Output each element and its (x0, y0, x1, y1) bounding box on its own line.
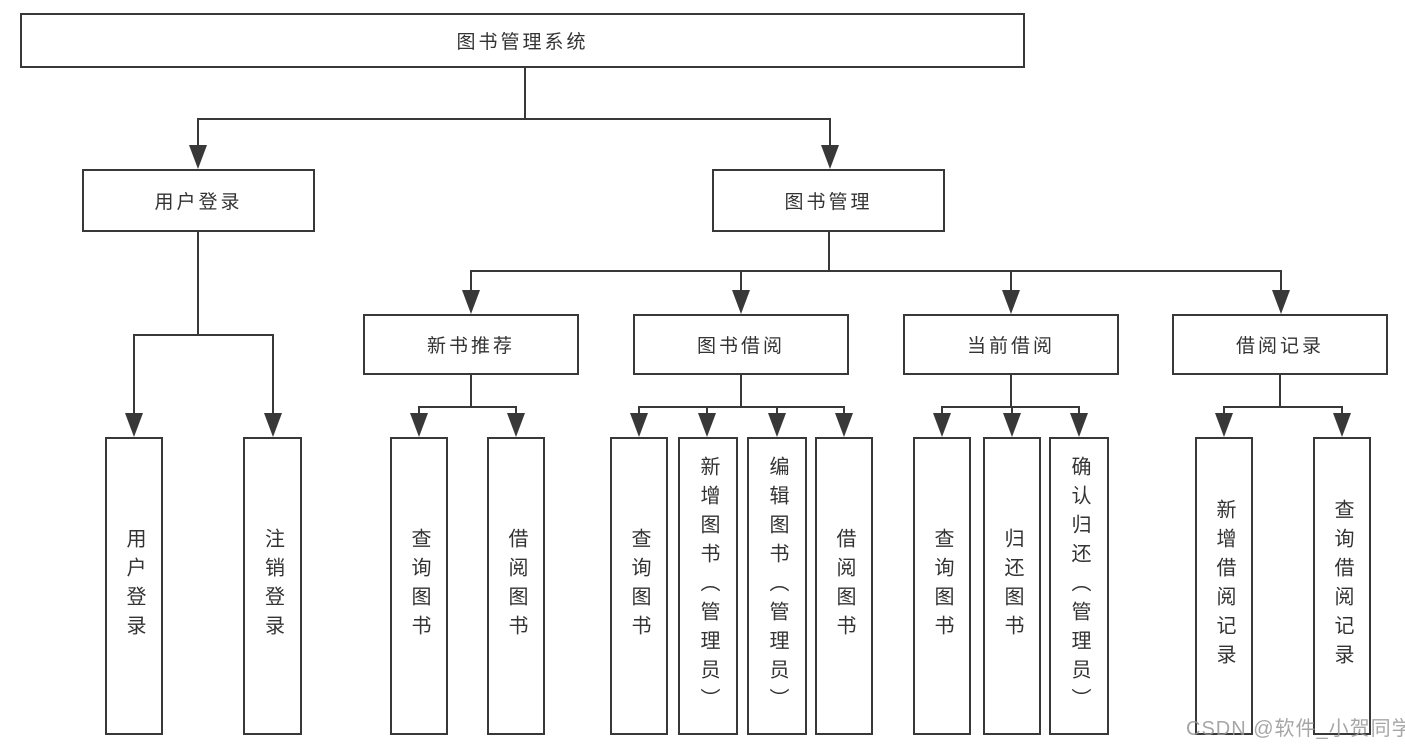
connector-line (1223, 406, 1343, 408)
node-leaf-add-books-admin: 新增图书（管理员） (678, 437, 738, 735)
node-label: 借阅图书 (505, 528, 527, 644)
connector-line (470, 270, 472, 292)
arrow-down-icon (264, 413, 282, 437)
connector-line (1280, 270, 1282, 292)
connector-line (418, 406, 420, 415)
arrow-down-icon (630, 413, 648, 437)
arrow-down-icon (698, 413, 716, 437)
node-leaf-logout: 注销登录 (243, 437, 302, 735)
connector-line (524, 68, 526, 120)
node-new-book-recommend: 新书推荐 (363, 314, 579, 375)
arrow-down-icon (732, 290, 750, 314)
node-label: 编辑图书（管理员） (766, 455, 788, 717)
node-library-management-system: 图书管理系统 (20, 13, 1025, 68)
connector-line (828, 232, 830, 272)
arrow-down-icon (821, 145, 839, 169)
connector-line (1010, 270, 1012, 292)
arrow-down-icon (1002, 290, 1020, 314)
arrow-down-icon (507, 413, 525, 437)
connector-line (843, 406, 845, 415)
connector-line (706, 406, 708, 415)
node-borrowing-records: 借阅记录 (1172, 314, 1388, 375)
node-current-borrowing: 当前借阅 (903, 314, 1119, 375)
connector-line (133, 334, 135, 414)
node-label: 查询图书 (408, 528, 430, 644)
connector-line (1010, 375, 1012, 408)
node-label: 新增图书（管理员） (697, 455, 719, 717)
connector-line (470, 375, 472, 408)
node-leaf-query-books-2: 查询图书 (610, 437, 668, 735)
node-leaf-query-books-1: 查询图书 (390, 437, 448, 735)
node-label: 查询借阅记录 (1331, 499, 1353, 673)
node-label: 借阅图书 (833, 528, 855, 644)
arrow-down-icon (768, 413, 786, 437)
node-user-login: 用户登录 (82, 169, 315, 232)
node-label: 归还图书 (1001, 528, 1023, 644)
node-label: 用户登录 (123, 528, 145, 644)
connector-line (197, 118, 831, 120)
node-leaf-edit-books-admin: 编辑图书（管理员） (747, 437, 807, 735)
connector-line (197, 232, 199, 336)
node-label: 查询图书 (628, 528, 650, 644)
node-leaf-add-borrow-record: 新增借阅记录 (1195, 437, 1253, 735)
node-leaf-borrow-books-1: 借阅图书 (487, 437, 545, 735)
arrow-down-icon (125, 413, 143, 437)
node-label: 确认归还（管理员） (1068, 455, 1090, 717)
arrow-down-icon (189, 145, 207, 169)
node-label: 注销登录 (261, 528, 284, 644)
connector-line (418, 406, 517, 408)
node-leaf-confirm-return-admin: 确认归还（管理员） (1049, 437, 1109, 735)
node-label: 查询图书 (931, 528, 953, 644)
node-leaf-query-borrow-record: 查询借阅记录 (1313, 437, 1371, 735)
connector-line (470, 270, 1282, 272)
connector-line (133, 334, 274, 336)
node-book-management: 图书管理 (712, 169, 945, 232)
connector-line (1011, 406, 1013, 415)
connector-line (1279, 375, 1281, 408)
csdn-watermark: CSDN @软件_小贺同学 (1186, 718, 1405, 740)
node-leaf-borrow-books-2: 借阅图书 (815, 437, 873, 735)
connector-line (638, 406, 640, 415)
arrow-down-icon (933, 413, 951, 437)
connector-line (740, 375, 742, 408)
connector-line (941, 406, 1080, 408)
connector-line (776, 406, 778, 415)
connector-line (272, 334, 274, 414)
node-book-borrowing: 图书借阅 (633, 314, 849, 375)
connector-line (1341, 406, 1343, 415)
arrow-down-icon (1333, 413, 1351, 437)
connector-line (740, 270, 742, 292)
arrow-down-icon (1003, 413, 1021, 437)
connector-line (638, 406, 845, 408)
connector-line (941, 406, 943, 415)
node-label: 新增借阅记录 (1213, 499, 1235, 673)
connector-line (1078, 406, 1080, 415)
node-leaf-user-login: 用户登录 (105, 437, 163, 735)
connector-line (1223, 406, 1225, 415)
arrow-down-icon (1272, 290, 1290, 314)
connector-line (829, 118, 831, 146)
arrow-down-icon (835, 413, 853, 437)
connector-line (197, 118, 199, 146)
arrow-down-icon (1070, 413, 1088, 437)
connector-line (515, 406, 517, 415)
arrow-down-icon (410, 413, 428, 437)
node-leaf-query-books-3: 查询图书 (913, 437, 971, 735)
arrow-down-icon (462, 290, 480, 314)
node-leaf-return-books: 归还图书 (983, 437, 1041, 735)
arrow-down-icon (1215, 413, 1233, 437)
